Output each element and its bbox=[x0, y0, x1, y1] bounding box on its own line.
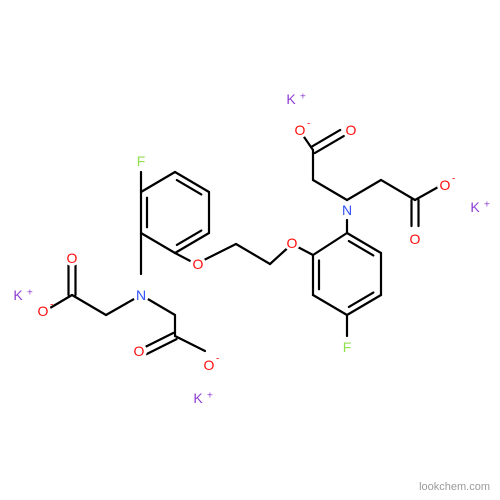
oxygen-atom: O bbox=[193, 256, 204, 272]
oxygen-anion-charge: - bbox=[216, 354, 219, 365]
n-ch2-bond bbox=[345, 178, 383, 202]
ring-b-bond bbox=[311, 293, 349, 317]
oxygen-atom-background bbox=[407, 231, 423, 247]
c-o-bond bbox=[413, 184, 442, 202]
ring-a-aromatic-bond bbox=[175, 178, 203, 196]
watermark-text: lookchem.com bbox=[419, 481, 490, 493]
ring-b-bond bbox=[311, 231, 349, 257]
oxygen-anion-background bbox=[437, 177, 453, 193]
ring-b-aromatic-bond bbox=[347, 239, 375, 257]
carbonyl-double-bond bbox=[313, 134, 345, 155]
ring-a-bond bbox=[173, 170, 211, 194]
oxygen-anion: O bbox=[440, 177, 451, 193]
n-ch2-bond bbox=[311, 178, 349, 202]
oxygen-anion: O bbox=[295, 122, 306, 138]
potassium-ion-background bbox=[467, 199, 483, 215]
oxygen-atom: O bbox=[346, 122, 357, 138]
oxygen-anion-background bbox=[35, 303, 51, 319]
potassium-ion-background bbox=[283, 91, 299, 107]
oxygen-atom-background bbox=[131, 343, 147, 359]
carbonyl-double-bond bbox=[145, 338, 178, 356]
potassium-ion-charge: + bbox=[207, 391, 213, 402]
oxygen-atom: O bbox=[287, 235, 298, 251]
oxygen-atom: O bbox=[67, 250, 78, 266]
nitrogen-atom: N bbox=[342, 202, 352, 218]
oxygen-anion-charge: - bbox=[452, 174, 455, 185]
carbonyl-double-bond bbox=[142, 331, 175, 349]
ring-b-aromatic-bond bbox=[347, 291, 375, 309]
potassium-ion-background bbox=[10, 287, 26, 303]
oxygen-anion-background bbox=[292, 122, 308, 138]
ring-a-bond bbox=[139, 231, 177, 255]
oxygen-atom: O bbox=[410, 231, 421, 247]
ch2-ch2-bond bbox=[234, 242, 272, 266]
potassium-ion-charge: + bbox=[27, 288, 33, 299]
fluorine-atom: F bbox=[137, 153, 146, 169]
ring-b-bond bbox=[345, 293, 383, 317]
potassium-ion-background bbox=[190, 390, 206, 406]
potassium-ion: K bbox=[286, 91, 296, 107]
potassium-ion-charge: + bbox=[484, 200, 490, 211]
oxygen-anion-background bbox=[201, 357, 217, 373]
potassium-ion: K bbox=[13, 287, 23, 303]
fluorine-atom-background bbox=[339, 339, 355, 355]
oxygen-atom-background bbox=[284, 235, 300, 251]
potassium-ion-charge: + bbox=[300, 92, 306, 103]
nitrogen-atom: N bbox=[136, 287, 146, 303]
bond-layer bbox=[43, 128, 442, 356]
ring-b-bond bbox=[345, 231, 383, 255]
oxygen-atom: O bbox=[134, 343, 145, 359]
ring-a-bond bbox=[139, 170, 177, 194]
nitrogen-atom-background bbox=[133, 287, 149, 303]
nitrogen-atom-background bbox=[339, 202, 355, 218]
ring-a-aromatic-bond bbox=[175, 229, 203, 247]
oxygen-atom-background bbox=[64, 250, 80, 266]
fluorine-atom: F bbox=[343, 339, 352, 355]
ring-a-bond bbox=[173, 231, 211, 255]
oxygen-atom-background bbox=[343, 122, 359, 138]
ch2-c-bond bbox=[379, 178, 417, 202]
oxygen-anion-charge: - bbox=[50, 300, 53, 311]
carbonyl-double-bond bbox=[310, 128, 342, 149]
potassium-ion: K bbox=[193, 390, 203, 406]
oxygen-anion-charge: - bbox=[307, 119, 310, 130]
potassium-ion: K bbox=[470, 199, 480, 215]
oxygen-anion: O bbox=[204, 357, 215, 373]
oxygen-anion: O bbox=[38, 303, 49, 319]
fluorine-atom-background bbox=[133, 153, 149, 169]
oxygen-atom-background bbox=[190, 256, 206, 272]
c-o-bond bbox=[173, 334, 207, 353]
ch2-c-bond bbox=[70, 293, 108, 317]
